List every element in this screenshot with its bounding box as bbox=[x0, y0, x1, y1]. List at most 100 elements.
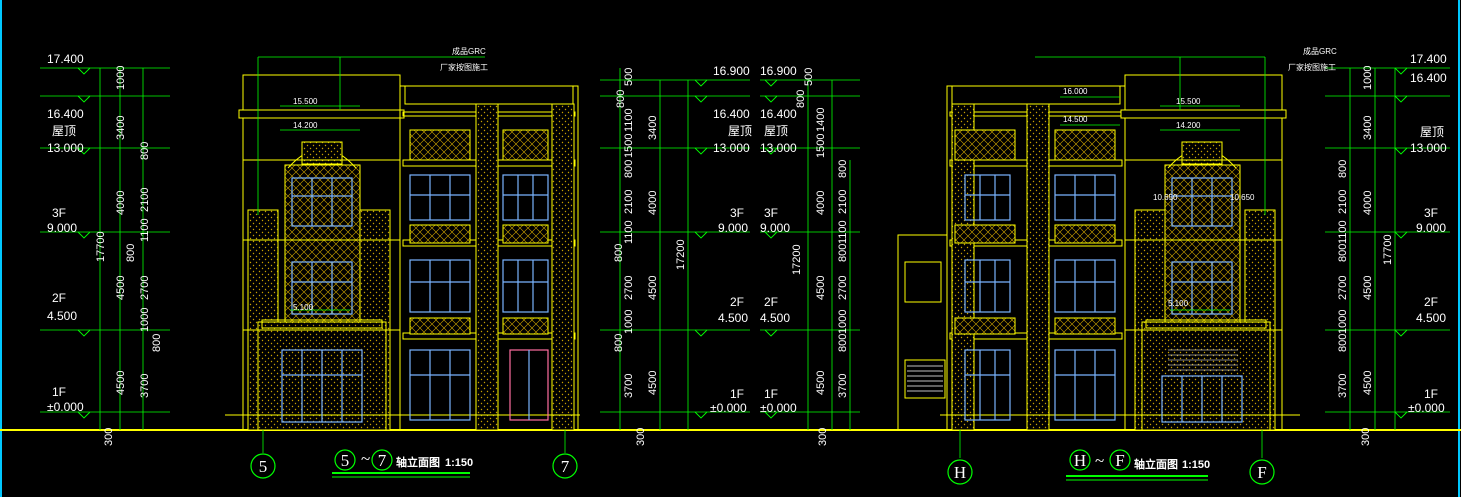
level-name-2f: 2F bbox=[52, 291, 66, 305]
level-name-3f-rr: 3F bbox=[1424, 206, 1438, 220]
dim-text: 1400 bbox=[815, 108, 827, 132]
level-label-6: ±0.000 bbox=[47, 400, 84, 414]
dim-text: 800 bbox=[1337, 160, 1349, 178]
svg-text:轴立面图: 轴立面图 bbox=[396, 455, 440, 469]
level-name-3f-r: 3F bbox=[730, 206, 744, 220]
dim-text: 800 bbox=[125, 244, 137, 262]
dim-base: 300 bbox=[103, 428, 115, 446]
dim-text: 3700 bbox=[139, 374, 151, 398]
dim-text: 1100 bbox=[837, 220, 849, 244]
dim-text: 1000 bbox=[115, 66, 127, 90]
svg-text:~: ~ bbox=[1095, 451, 1104, 470]
left-grc-leaders bbox=[257, 56, 566, 453]
level-label-r6: ±0.000 bbox=[710, 401, 747, 415]
right-axis-bubble-f: F bbox=[1249, 459, 1275, 485]
dim-text: 800 bbox=[613, 244, 625, 262]
dim-text: 4500 bbox=[1362, 276, 1374, 300]
level-label-2: 16.400 bbox=[47, 107, 84, 121]
elev-annotation: 16.000 bbox=[1063, 87, 1088, 96]
level-name-roof-r: 屋顶 bbox=[728, 124, 752, 138]
level-label-rr5: 4.500 bbox=[1416, 311, 1446, 325]
right-garage-door bbox=[1168, 349, 1238, 371]
svg-text:5: 5 bbox=[259, 457, 268, 476]
elev-annotation: 15.500 bbox=[293, 97, 318, 106]
dim-total: 17700 bbox=[1382, 234, 1394, 265]
dim-text: 800 bbox=[837, 334, 849, 352]
dim-text: 3400 bbox=[647, 116, 659, 140]
svg-text:H: H bbox=[954, 463, 966, 482]
elev-annotation: 14.500 bbox=[1063, 115, 1088, 124]
level-label-rl4: 9.000 bbox=[760, 221, 790, 235]
svg-text:F: F bbox=[1115, 451, 1124, 470]
level-name-3f: 3F bbox=[52, 206, 66, 220]
left-axis-bubble-5: 5 bbox=[250, 453, 276, 479]
dim-text: 2100 bbox=[837, 190, 849, 214]
dim-text: 500 bbox=[623, 68, 635, 86]
level-label-r4: 9.000 bbox=[718, 221, 748, 235]
dim-text: 2100 bbox=[139, 188, 151, 212]
dim-text: 4000 bbox=[1362, 191, 1374, 215]
level-label-rr3: 13.000 bbox=[1410, 141, 1447, 155]
right-building bbox=[897, 74, 1300, 431]
elev-annotation: 14.200 bbox=[293, 121, 318, 130]
dim-text: 800 bbox=[613, 334, 625, 352]
dim-text: 800 bbox=[837, 160, 849, 178]
svg-text:7: 7 bbox=[378, 451, 387, 470]
level-name-roof-rl: 屋顶 bbox=[764, 124, 788, 138]
note-grc: 成品GRC bbox=[1303, 46, 1337, 56]
dim-text: 3700 bbox=[1337, 374, 1349, 398]
level-name-1f-rr: 1F bbox=[1424, 387, 1438, 401]
note-grc: 成品GRC bbox=[452, 46, 486, 56]
dim-text: 1500 bbox=[623, 134, 635, 158]
elev-annotation: 5.100 bbox=[1168, 299, 1189, 308]
dim-text: 1000 bbox=[1362, 66, 1374, 90]
level-label-rr2: 16.400 bbox=[1410, 71, 1447, 85]
left-building bbox=[225, 74, 580, 431]
level-label-r1: 16.900 bbox=[713, 64, 750, 78]
level-name-2f-rl: 2F bbox=[764, 295, 778, 309]
dim-text: 4000 bbox=[647, 191, 659, 215]
dim-text: 800 bbox=[623, 160, 635, 178]
dim-text: 3400 bbox=[1362, 116, 1374, 140]
level-name-roof: 屋顶 bbox=[52, 124, 76, 138]
dim-base: 300 bbox=[817, 428, 829, 446]
dim-text: 1000 bbox=[837, 310, 849, 334]
right-grc-leaders bbox=[959, 56, 1266, 458]
dim-total: 17700 bbox=[95, 231, 107, 262]
svg-text:轴立面图: 轴立面图 bbox=[1134, 457, 1178, 471]
svg-text:1:150: 1:150 bbox=[445, 457, 473, 469]
right-annex-shutter bbox=[907, 365, 943, 392]
level-label-5: 4.500 bbox=[47, 309, 77, 323]
dim-text: 4500 bbox=[815, 276, 827, 300]
dim-text: 800 bbox=[795, 90, 807, 108]
dim-text: 800 bbox=[151, 334, 163, 352]
dim-text: 3700 bbox=[837, 374, 849, 398]
elev-annotation: 15.500 bbox=[1176, 97, 1201, 106]
level-label-rr4: 9.000 bbox=[1416, 221, 1446, 235]
dim-text: 2700 bbox=[1337, 276, 1349, 300]
note-factory: 厂家按图施工 bbox=[440, 62, 488, 72]
right-axis-bubble-h: H bbox=[947, 459, 973, 485]
level-label-4: 9.000 bbox=[47, 221, 77, 235]
dim-text: 4500 bbox=[647, 371, 659, 395]
dim-text: 2100 bbox=[623, 190, 635, 214]
svg-text:~: ~ bbox=[361, 449, 370, 468]
level-label-rl2: 16.400 bbox=[760, 107, 797, 121]
right-elevation-title: H ~ F 轴立面图 1:150 bbox=[1066, 449, 1210, 481]
dim-text: 4000 bbox=[815, 191, 827, 215]
level-label-r5: 4.500 bbox=[718, 311, 748, 325]
level-name-1f: 1F bbox=[52, 385, 66, 399]
level-name-1f-rl: 1F bbox=[764, 387, 778, 401]
dim-total: 17200 bbox=[675, 239, 687, 270]
left-building-windows bbox=[281, 174, 549, 423]
dimension-lines bbox=[40, 67, 1450, 430]
dim-total: 17200 bbox=[791, 244, 803, 275]
dim-text: 1100 bbox=[1337, 220, 1349, 244]
dim-text: 2700 bbox=[139, 276, 151, 300]
dim-text: 4500 bbox=[115, 276, 127, 300]
note-factory: 厂家按图施工 bbox=[1288, 62, 1336, 72]
dim-text: 500 bbox=[803, 68, 815, 86]
svg-text:5: 5 bbox=[341, 451, 350, 470]
level-markers bbox=[77, 67, 1408, 419]
